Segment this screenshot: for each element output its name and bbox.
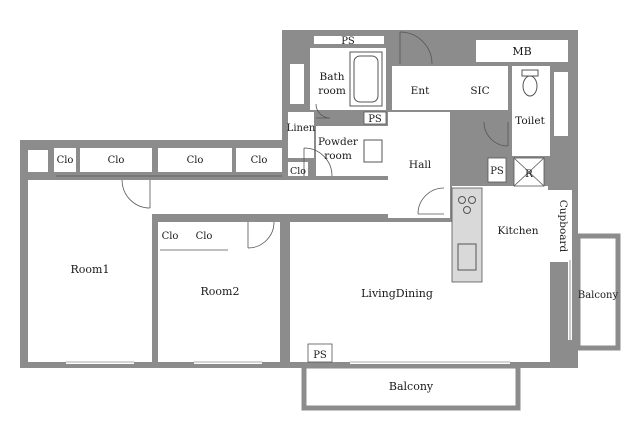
cupboard-label: Cupboard [557, 200, 569, 253]
closet-label-5: Clo [290, 166, 306, 177]
bathroom-label-line2: room [318, 85, 346, 97]
windows [66, 260, 572, 364]
balcony-bottom-label: Balcony [389, 380, 434, 393]
balcony-right-label: Balcony [578, 290, 619, 301]
linen-label: Linen [287, 123, 316, 134]
room1-label: Room1 [71, 263, 110, 276]
closet-label-7: Clo [196, 231, 213, 242]
sic-label: SIC [470, 85, 489, 97]
living-dining-label: LivingDining [361, 287, 433, 300]
mb-label: MB [512, 45, 531, 58]
hall-label: Hall [409, 159, 432, 171]
room2-label: Room2 [201, 285, 240, 298]
ps-bottom-label: PS [313, 350, 327, 361]
closet-row [28, 148, 308, 251]
ps-top-label: PS [341, 36, 355, 47]
refrigerator-label: R [525, 168, 534, 180]
doors [121, 31, 509, 249]
kitchen-label: Kitchen [497, 225, 538, 237]
ent-label: Ent [411, 85, 430, 97]
bathroom-label-line1: Bath [320, 71, 345, 83]
ps-right-label: PS [490, 166, 504, 177]
closet-label-4: Clo [251, 155, 268, 166]
closet-label-2: Clo [108, 155, 125, 166]
ps-mid-label: PS [368, 114, 382, 125]
fixtures [349, 51, 539, 283]
toilet-label: Toilet [515, 115, 545, 127]
closet-label-1: Clo [57, 155, 74, 166]
balconies [301, 233, 621, 411]
closet-label-3: Clo [187, 155, 204, 166]
room-interiors [28, 36, 572, 362]
powder-room-label-line1: Powder [318, 136, 359, 148]
closet-label-6: Clo [162, 231, 179, 242]
powder-room-label-line2: room [324, 150, 352, 162]
